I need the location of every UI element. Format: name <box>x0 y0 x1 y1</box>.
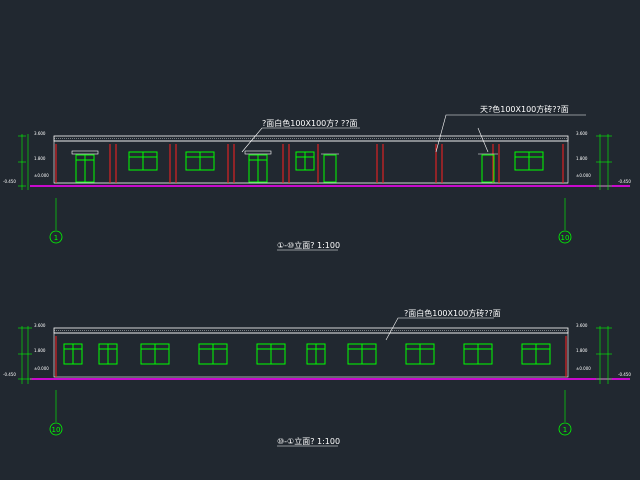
right-dimensions <box>596 326 612 384</box>
level-label: 3.600 <box>34 131 46 136</box>
left-dimensions <box>18 134 29 190</box>
note-label: ?面白色100X100方? ??面 <box>262 118 358 128</box>
level-label: ±0.000 <box>34 173 49 178</box>
grid-bubble <box>558 422 572 436</box>
level-label: ±0.000 <box>576 173 591 178</box>
elevation-title: ⑩-①立面? 1:100 <box>277 436 340 446</box>
level-label: ±0.000 <box>34 366 49 371</box>
windows <box>63 343 551 365</box>
level-label: 1.800 <box>576 156 588 161</box>
grid-bubble <box>49 422 63 436</box>
door <box>481 154 495 183</box>
elevation-1: ?面白色100X100方? ??面 天?色100X100方砖??面 3.600 … <box>3 104 631 251</box>
note-label: 天?色100X100方砖??面 <box>480 104 569 114</box>
wall-outline <box>53 140 569 184</box>
door-canopy <box>71 150 99 155</box>
axis-label: 1 <box>563 426 567 434</box>
level-label: 3.600 <box>34 323 46 328</box>
door-canopy <box>244 150 272 155</box>
columns <box>55 336 567 377</box>
leaders <box>241 114 586 153</box>
level-label: -0.450 <box>618 372 631 377</box>
level-label: 1.800 <box>576 348 588 353</box>
columns <box>55 144 564 183</box>
grid-bubble <box>558 230 572 244</box>
level-label: -0.450 <box>618 179 631 184</box>
level-label: 1.800 <box>34 156 46 161</box>
elevation-title: ①-⑩立面? 1:100 <box>277 240 340 250</box>
wall-outline <box>53 332 569 378</box>
elevation-2: ?面白色100X100方砖??面 3.600 1.800 ±0.000 -0.4… <box>3 308 631 447</box>
grid-bubble <box>49 230 63 244</box>
level-label: 3.600 <box>576 131 588 136</box>
openings <box>71 150 544 183</box>
level-label: ±0.000 <box>576 366 591 371</box>
level-label: -0.450 <box>3 179 16 184</box>
axis-label: 1 <box>54 234 58 242</box>
left-dimensions <box>18 326 32 384</box>
level-label: -0.450 <box>3 372 16 377</box>
note-label: ?面白色100X100方砖??面 <box>404 308 501 318</box>
door <box>323 154 337 183</box>
axis-label: 10 <box>52 426 61 434</box>
level-label: 3.600 <box>576 323 588 328</box>
leader <box>385 317 494 341</box>
right-dimensions <box>596 134 612 190</box>
axis-label: 10 <box>561 234 570 242</box>
level-label: 1.800 <box>34 348 46 353</box>
